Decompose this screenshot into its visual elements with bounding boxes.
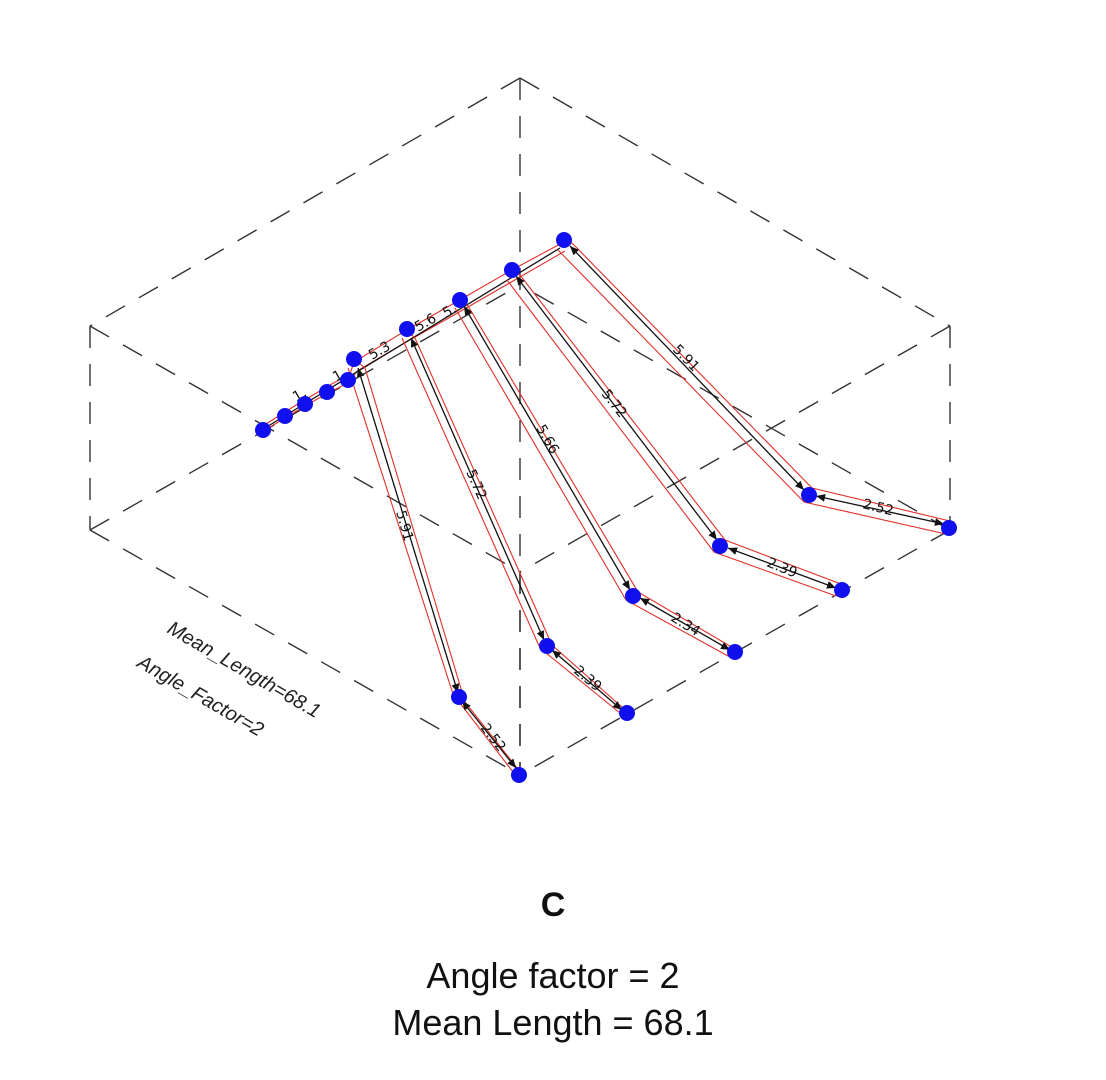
node [504, 262, 520, 278]
node [834, 582, 850, 598]
branch-5: 5.91 2.52 [556, 232, 957, 536]
segment-label: 5.72 [462, 467, 489, 502]
segment-label: 2.52 [861, 496, 895, 519]
segment-label: 5.66 [533, 422, 562, 457]
node [399, 321, 415, 337]
node [511, 767, 527, 783]
node [319, 384, 335, 400]
branch-3: 5.66 2.34 [452, 292, 743, 660]
trunk-nodes [255, 372, 356, 438]
node [277, 408, 293, 424]
segment-label: 2.34 [668, 610, 703, 640]
node [452, 292, 468, 308]
angle-factor-caption: Angle factor = 2 [426, 955, 680, 996]
panel-letter: C [540, 886, 566, 924]
node [539, 638, 555, 654]
node [346, 351, 362, 367]
node [941, 520, 957, 536]
segment-label: 2.52 [477, 721, 509, 755]
node [801, 487, 817, 503]
branch-4: 5.72 2.39 [504, 262, 850, 598]
node [556, 232, 572, 248]
bounding-box [89, 77, 951, 776]
node [625, 588, 641, 604]
segment-label: 2.39 [765, 555, 800, 582]
skeleton-diagram: 1. 1. 5.3 5.6 5. 5.91 2.52 5.72 2.39 5.6… [89, 77, 957, 783]
mean-length-caption: Mean Length = 68.1 [392, 1002, 714, 1043]
segment-label: 5.72 [598, 387, 630, 421]
node [340, 372, 356, 388]
node [255, 422, 271, 438]
branch-2: 5.72 2.39 [399, 321, 635, 721]
node [297, 396, 313, 412]
segment-label: 5.91 [392, 509, 416, 543]
node [727, 644, 743, 660]
node [712, 538, 728, 554]
node [451, 689, 467, 705]
mean-length-label: Mean_Length=68.1 [164, 617, 325, 723]
node [619, 705, 635, 721]
